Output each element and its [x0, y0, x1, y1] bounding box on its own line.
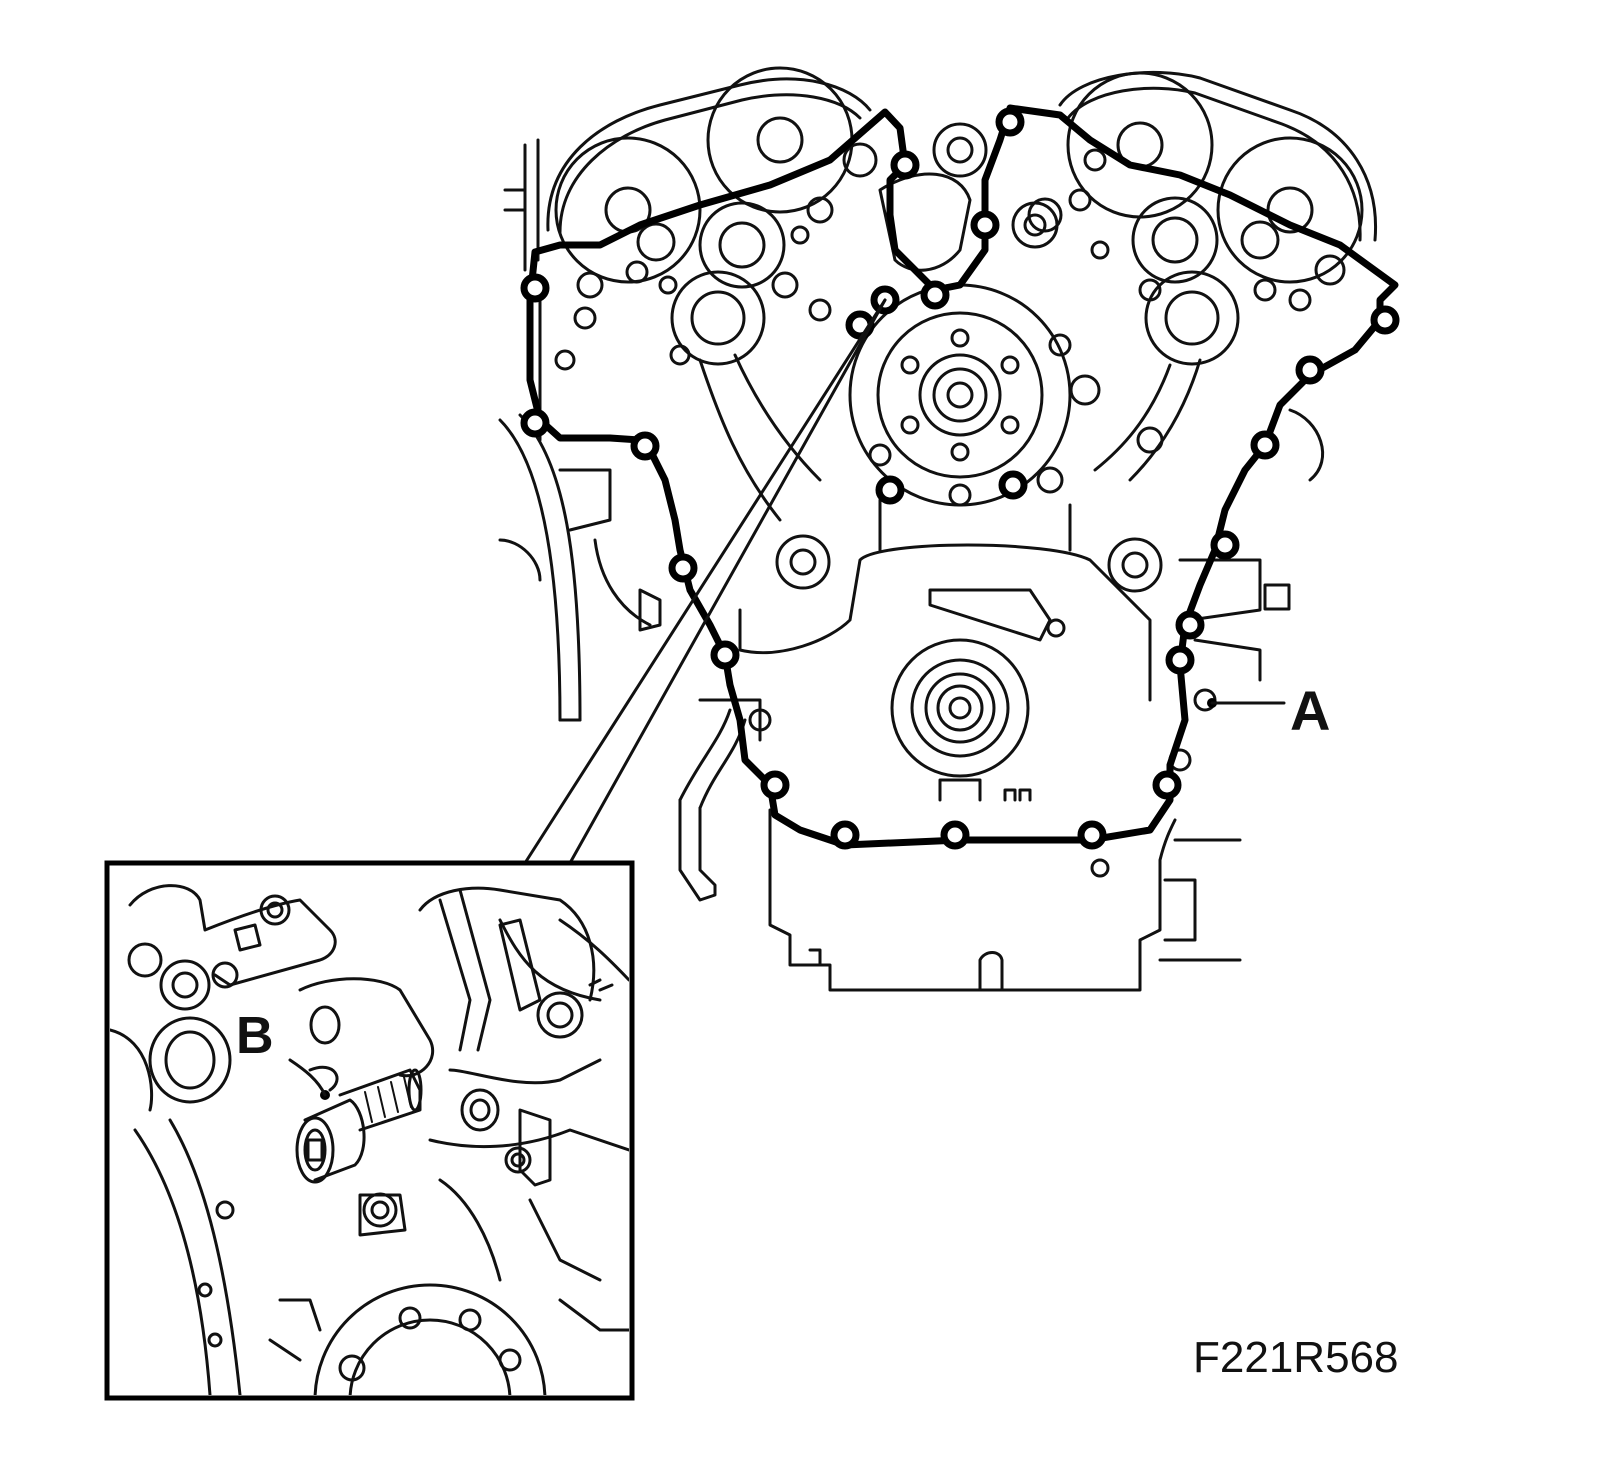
oil-pan	[768, 778, 1242, 992]
lower-cover-body	[738, 498, 1291, 778]
leader-a	[1207, 698, 1286, 708]
callout-label-b: B	[236, 1007, 274, 1065]
detail-callout-lines	[523, 298, 887, 865]
gasket-line-a	[520, 104, 1400, 850]
detail-inset	[104, 860, 635, 1401]
callout-label-a: A	[1290, 679, 1331, 742]
figure-code: F221R568	[1193, 1333, 1399, 1382]
left-cam-drive	[538, 66, 878, 522]
bolt-b-detail	[295, 1068, 423, 1184]
